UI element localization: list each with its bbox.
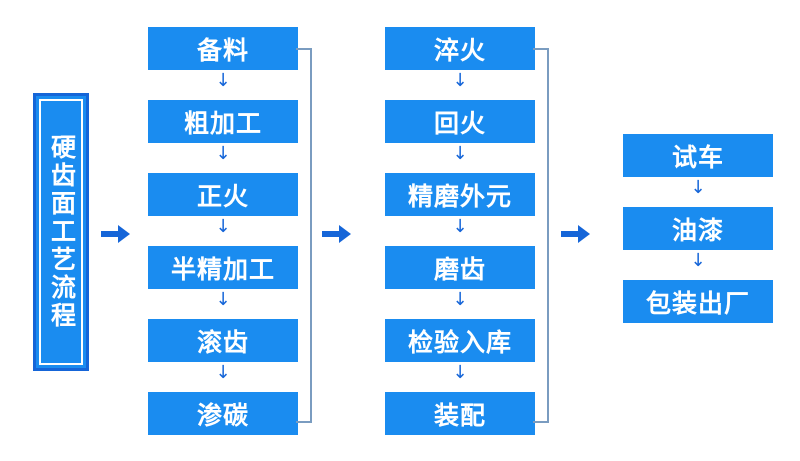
- process-box-jianyanruku[interactable]: 检验入库: [385, 319, 535, 362]
- process-box-shiche[interactable]: 试车: [623, 134, 773, 177]
- process-box-label: 磨齿: [433, 255, 486, 284]
- process-box-cuihuo[interactable]: 淬火: [385, 27, 535, 70]
- stage-arrow-column-1-to-column-2: [322, 222, 352, 246]
- process-box-label: 半精加工: [170, 255, 275, 284]
- process-box-cujiagong[interactable]: 粗加工: [148, 100, 298, 143]
- process-box-label: 备料: [196, 36, 249, 65]
- page-title: 硬齿面工艺流程: [47, 134, 76, 330]
- process-box-label: 油漆: [671, 216, 724, 245]
- process-box-label: 滚齿: [196, 328, 249, 357]
- down-arrow-icon: ↓: [452, 70, 468, 91]
- process-box-label: 淬火: [433, 36, 486, 65]
- down-arrow-icon: ↓: [215, 70, 231, 91]
- bracket-connector-column-1: [296, 48, 312, 423]
- process-box-zhuangpei[interactable]: 装配: [385, 392, 535, 435]
- down-arrow-icon: ↓: [452, 289, 468, 310]
- down-arrow-icon: ↓: [690, 250, 706, 271]
- process-box-label: 包装出厂: [645, 289, 750, 318]
- process-box-shentan[interactable]: 渗碳: [148, 392, 298, 435]
- process-box-baozhuangchuchang[interactable]: 包装出厂: [623, 280, 773, 323]
- stage-arrow-title-to-column-1: [101, 222, 131, 246]
- process-box-label: 装配: [433, 401, 486, 430]
- bracket-connector-column-2: [533, 48, 549, 423]
- process-box-mochi[interactable]: 磨齿: [385, 246, 535, 289]
- process-box-label: 检验入库: [407, 328, 512, 357]
- process-box-gunchi[interactable]: 滚齿: [148, 319, 298, 362]
- down-arrow-icon: ↓: [215, 216, 231, 237]
- down-arrow-icon: ↓: [215, 362, 231, 383]
- down-arrow-icon: ↓: [215, 143, 231, 164]
- process-box-zhenghuo[interactable]: 正火: [148, 173, 298, 216]
- down-arrow-icon: ↓: [215, 289, 231, 310]
- process-box-label: 回火: [433, 109, 486, 138]
- process-box-label: 精磨外元: [407, 182, 512, 211]
- process-box-label: 粗加工: [183, 109, 262, 138]
- diagram-title-plaque-inner: 硬齿面工艺流程: [39, 99, 83, 365]
- process-box-label: 试车: [671, 143, 724, 172]
- down-arrow-icon: ↓: [452, 143, 468, 164]
- process-box-beiliao[interactable]: 备料: [148, 27, 298, 70]
- down-arrow-icon: ↓: [452, 216, 468, 237]
- process-box-huihuo[interactable]: 回火: [385, 100, 535, 143]
- down-arrow-icon: ↓: [690, 177, 706, 198]
- process-box-banjingjiagong[interactable]: 半精加工: [148, 246, 298, 289]
- process-box-label: 正火: [196, 182, 249, 211]
- down-arrow-icon: ↓: [452, 362, 468, 383]
- process-box-youqi[interactable]: 油漆: [623, 207, 773, 250]
- process-box-label: 渗碳: [196, 401, 249, 430]
- stage-arrow-column-2-to-column-3: [561, 222, 591, 246]
- diagram-title-plaque: 硬齿面工艺流程: [33, 93, 89, 371]
- process-box-jingmowaiyuan[interactable]: 精磨外元: [385, 173, 535, 216]
